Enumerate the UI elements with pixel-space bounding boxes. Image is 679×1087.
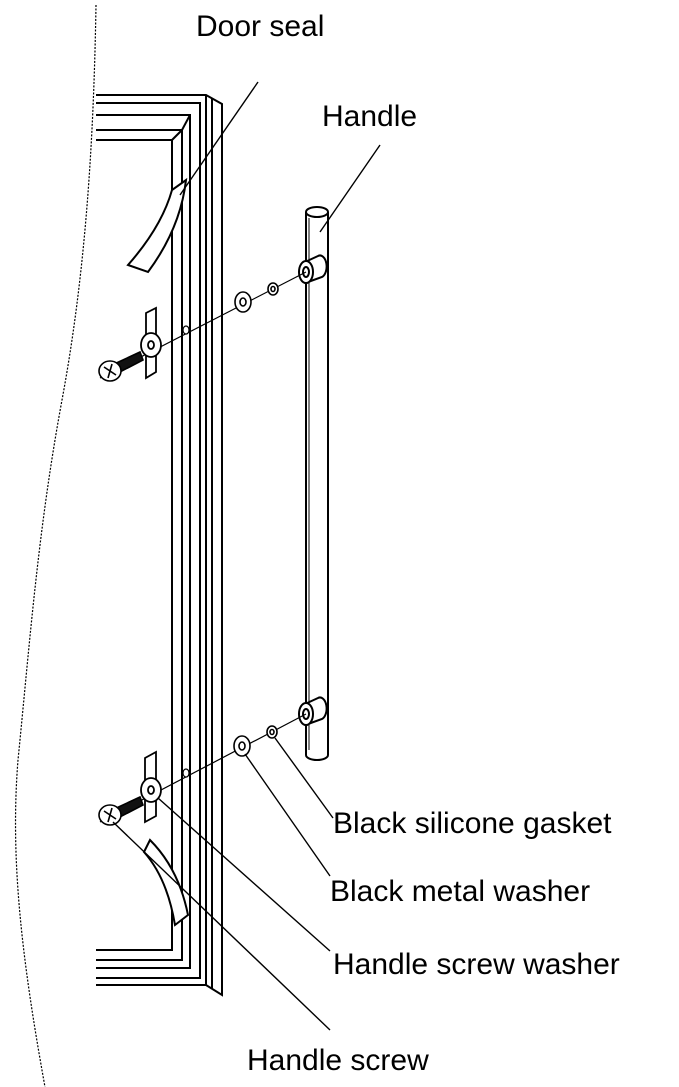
- black-metal-washer-bottom: [233, 735, 251, 757]
- mounting-bracket-top: [140, 306, 162, 380]
- assembly-axis-lines: [99, 271, 307, 823]
- black-silicone-gasket-top: [267, 282, 279, 296]
- handle-screw-bottom: [98, 795, 144, 826]
- hole-marker-bottom: [182, 768, 190, 778]
- black-metal-washer-top: [234, 291, 252, 313]
- black-silicone-gasket-bottom: [266, 725, 278, 739]
- door-seal-part: [126, 177, 190, 927]
- leader-lines: [112, 81, 381, 1031]
- label-black-metal-washer: Black metal washer: [330, 875, 591, 908]
- door-frame: [96, 94, 223, 997]
- handle-screw-top: [98, 350, 144, 382]
- label-door-seal: Door seal: [196, 10, 325, 43]
- handle-bar: [305, 206, 329, 761]
- leader-door-seal: [179, 81, 259, 196]
- mounting-bracket-bottom: [140, 750, 162, 824]
- leader-handle-screw: [112, 821, 331, 1031]
- leader-black-metal-washer: [244, 753, 331, 877]
- label-handle-screw-washer: Handle screw washer: [333, 948, 620, 981]
- hole-marker-top: [182, 325, 190, 335]
- label-black-silicone-gasket: Black silicone gasket: [333, 807, 612, 840]
- door-edge-outline: [14, 4, 97, 1087]
- leader-black-silicone-gasket: [274, 737, 334, 819]
- leader-handle: [319, 144, 381, 233]
- label-handle: Handle: [322, 100, 418, 133]
- label-handle-screw: Handle screw: [247, 1044, 429, 1077]
- leader-handle-screw-washer: [157, 797, 331, 952]
